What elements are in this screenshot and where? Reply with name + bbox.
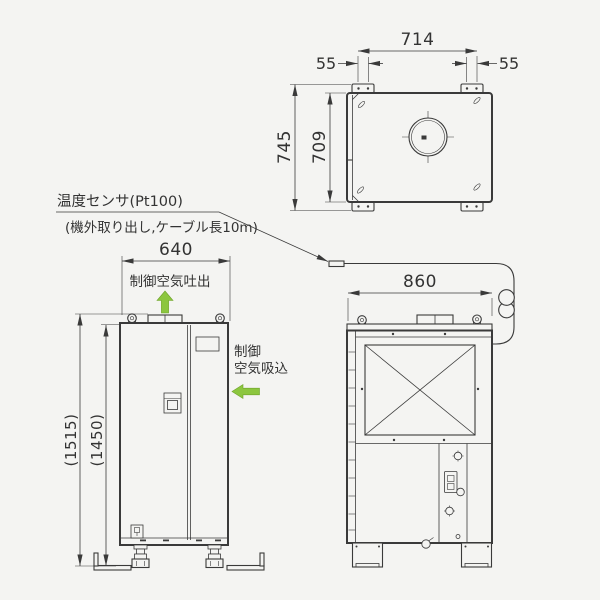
drain-port [421, 537, 434, 549]
sensor-cable-coil [498, 289, 515, 319]
kickplate-symbol [130, 524, 144, 539]
side-top-band [355, 332, 492, 338]
top-view: 714 55 55 745 709 [275, 30, 519, 212]
dim-55-left: 55 [316, 54, 383, 82]
dim-745: 745 [275, 84, 351, 211]
port-low [445, 506, 454, 516]
air-inlet-label-line1: 制御 [234, 344, 261, 360]
air-outlet-label: 制御空気吐出 [130, 274, 211, 290]
dim-1450: (1450) [88, 324, 119, 566]
side-view: 860 [346, 272, 493, 568]
sensor-cable [344, 262, 515, 345]
floor-brackets [93, 552, 265, 571]
air-inlet-arrow [231, 383, 260, 400]
port-mid [456, 487, 465, 497]
temperature-sensor-callout: 温度センサ(Pt100) (機外取り出し,ケーブル長10m) [56, 193, 515, 345]
dim-55-right: 55 [452, 54, 519, 82]
port-top [453, 451, 463, 461]
air-outlet-arrow [156, 290, 174, 314]
front-top-duct [147, 314, 183, 324]
dim-860-value: 860 [403, 272, 437, 292]
dim-709-value: 709 [310, 130, 330, 164]
dim-714-value: 714 [401, 30, 435, 50]
mounting-brackets [351, 83, 484, 212]
dim-1450-value: (1450) [88, 414, 106, 467]
louver-panel [360, 344, 480, 442]
dim-860: 860 [347, 272, 493, 321]
corner-slots [357, 97, 481, 194]
front-view: 640 制御空気吐出 [62, 240, 265, 571]
top-view-left-edge [347, 92, 360, 203]
air-inlet-callout: 制御 空気吸込 [231, 344, 288, 400]
port-tiny [455, 534, 461, 539]
duct-opening-circle [402, 111, 454, 163]
dim-1515-value: (1515) [62, 414, 80, 467]
dim-640: 640 [121, 240, 231, 321]
duct-mark [421, 135, 427, 140]
dim-714: 714 [357, 30, 478, 82]
nameplate [195, 336, 220, 352]
dim-745-value: 745 [275, 130, 295, 164]
dim-55-right-value: 55 [499, 54, 519, 73]
sensor-label-line1: 温度センサ(Pt100) [57, 193, 183, 210]
air-inlet-label-line2: 空気吸込 [234, 361, 288, 377]
front-cabinet-body [119, 322, 229, 546]
sensor-leader-line [56, 211, 329, 262]
sensor-label-line2: (機外取り出し,ケーブル長10m) [65, 219, 258, 236]
side-front-edge-strip [348, 330, 356, 543]
door-handle [163, 392, 182, 414]
sensor-tip [328, 260, 345, 268]
front-feet [131, 544, 224, 569]
dim-55-left-value: 55 [316, 54, 336, 73]
dim-709: 709 [310, 92, 346, 203]
dim-640-value: 640 [159, 240, 193, 260]
dim-1515: (1515) [62, 313, 148, 567]
side-top-duct [416, 314, 454, 325]
connector-strip [438, 443, 468, 543]
side-feet [351, 542, 493, 568]
